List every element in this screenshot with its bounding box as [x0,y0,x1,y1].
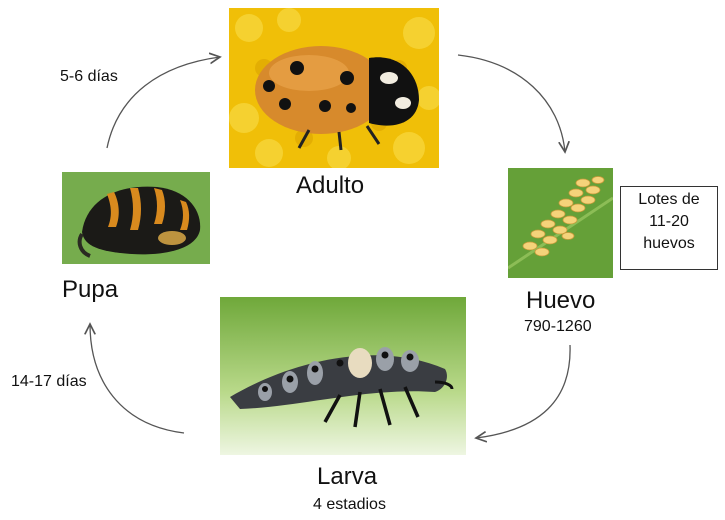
stage-label-egg: Huevo [526,287,595,315]
larva-instars: 4 estadios [313,496,386,514]
duration-larva-to-pupa: 14-17 días [11,373,87,391]
adult-ladybug-photo [229,8,439,168]
egg-count: 790-1260 [524,318,592,336]
arrow-egg-to-larva [476,345,570,438]
pupa-photo [62,172,210,264]
egg-batch-note: Lotes de 11-20 huevos [620,186,718,270]
stage-label-larva: Larva [317,463,377,491]
egg-note-line3: huevos [621,233,717,255]
stage-label-adult: Adulto [296,172,364,200]
arrow-pupa-to-adult [107,57,220,148]
arrow-adult-to-egg [458,55,565,152]
egg-note-line1: Lotes de [621,189,717,211]
duration-pupa-to-adult: 5-6 días [60,68,118,86]
larva-photo [220,297,466,455]
egg-cluster-photo [508,168,613,278]
stage-label-pupa: Pupa [62,276,118,304]
egg-note-line2: 11-20 [621,211,717,233]
arrow-larva-to-pupa [90,324,184,433]
